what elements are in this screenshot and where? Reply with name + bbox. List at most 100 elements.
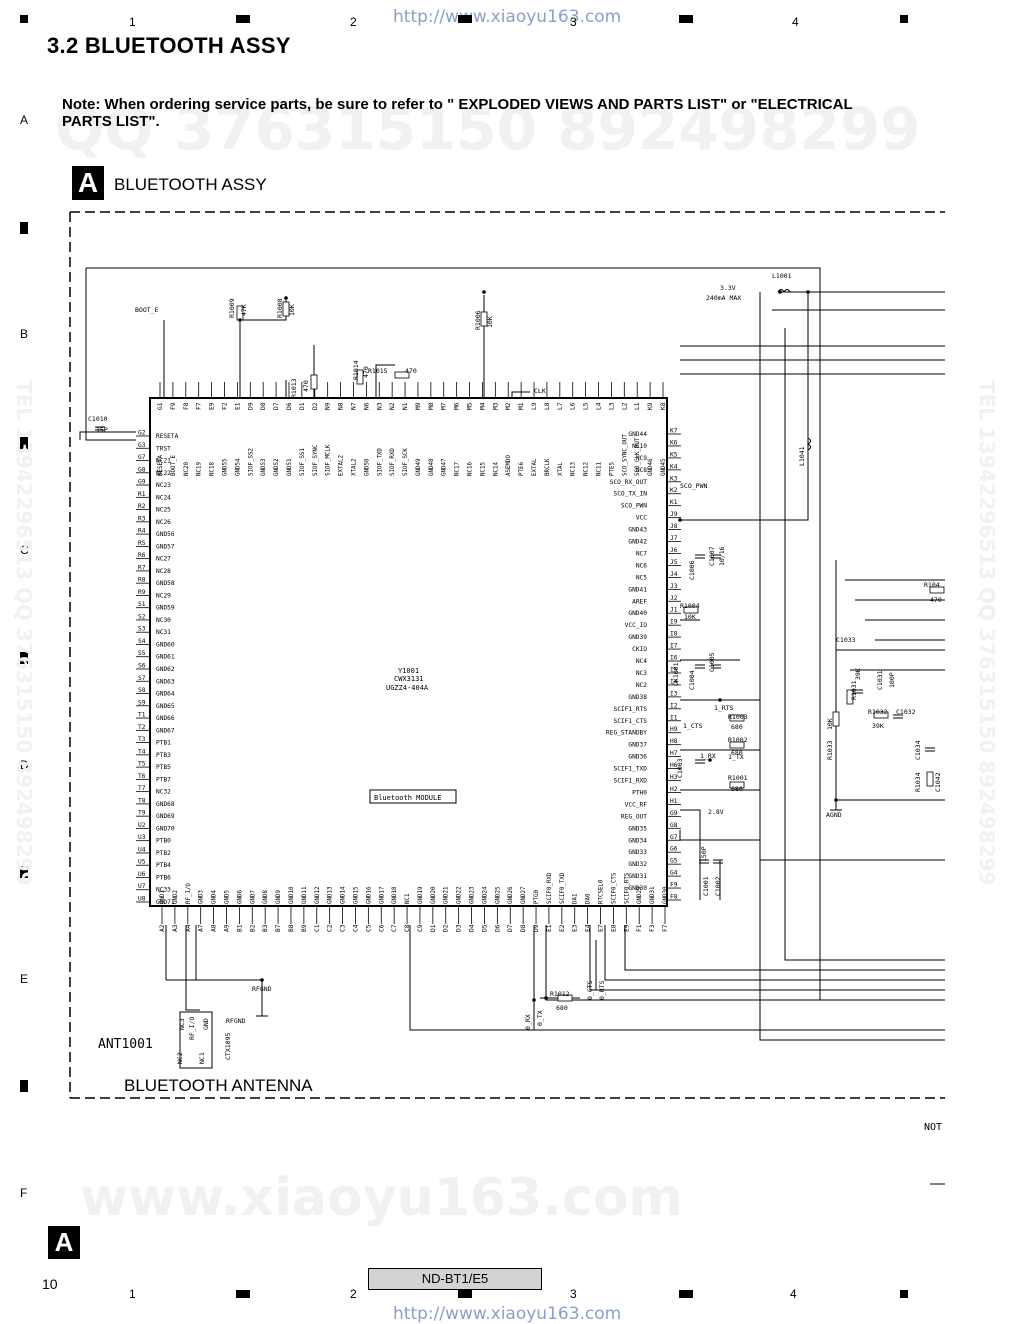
pin-number: N6 [363, 402, 370, 410]
pin-signal: GND16 [366, 886, 372, 904]
pin-number: F7 [662, 924, 669, 932]
pin-number: B3 [262, 924, 269, 932]
component-label: 0_TX [536, 1010, 544, 1026]
column-number: 1 [129, 15, 136, 29]
pin-number: S9 [138, 699, 146, 706]
pin-number: D8 [260, 402, 267, 410]
pin-number: G7 [670, 834, 678, 841]
pin-number: E7 [598, 924, 605, 932]
junction-dot [806, 290, 810, 294]
pin-number: T5 [138, 761, 146, 768]
pin-signal: SCO_PWN [621, 503, 647, 510]
header-url[interactable]: http://www.xiaoyu163.com [393, 7, 622, 27]
junction-dot [284, 296, 288, 300]
wire [784, 328, 945, 961]
pin-signal: NC25 [156, 507, 171, 514]
column-number: 1 [129, 1287, 136, 1301]
pin-number: N3 [376, 402, 383, 410]
pin-signal: GND9 [276, 890, 282, 904]
wire [545, 925, 945, 1001]
pin-number: S4 [138, 638, 146, 645]
junction-dot [718, 698, 722, 702]
wire [79, 431, 136, 440]
wire [375, 364, 395, 398]
component-label: 10/16 [718, 546, 726, 566]
pin-number: K6 [670, 439, 678, 446]
pin-signal: SIOF_SS2 [248, 448, 254, 476]
registration-mark [20, 222, 28, 234]
pin-signal: NC12 [584, 462, 590, 476]
pin-signal: PTB7 [156, 776, 171, 783]
pin-number: J9 [670, 511, 678, 518]
component-label: 39K [854, 668, 862, 680]
pin-signal: PTB1 [156, 740, 171, 747]
component-label: C1006 [688, 560, 696, 580]
pin-signal: SCIF0_CTS [611, 872, 617, 904]
pin-signal: NC10 [632, 443, 647, 450]
pin-signal: GND21 [444, 886, 450, 904]
pin-signal: RESETA [156, 433, 179, 440]
component-label: 3.3V [720, 284, 736, 292]
pin-number: D3 [456, 924, 463, 932]
pin-number: R8 [138, 577, 146, 584]
pin-signal: GND20 [431, 886, 437, 904]
resistor-symbol [480, 311, 488, 327]
wire [624, 925, 945, 971]
antenna-pin: NC1 [198, 1052, 206, 1064]
pin-signal: GND11 [302, 886, 308, 904]
resistor-symbol [729, 714, 745, 722]
pin-number: K7 [670, 428, 678, 435]
pin-signal: GND37 [628, 742, 647, 749]
block-letter-badge: A [72, 166, 104, 200]
pin-signal: GND53 [261, 458, 267, 476]
pin-signal: NC32 [156, 789, 171, 796]
inductor-symbol [807, 437, 811, 451]
pin-signal: GND31 [650, 886, 656, 904]
pin-number: C7 [391, 924, 398, 932]
registration-mark [236, 15, 250, 23]
resistor-symbol [729, 741, 745, 749]
component-label: R1033 [826, 740, 834, 760]
wire [409, 925, 945, 1031]
pin-signal: NC8 [636, 467, 647, 474]
pin-number: R3 [138, 515, 146, 522]
component-label: NOT [924, 1122, 942, 1133]
registration-mark [458, 1290, 472, 1298]
junction-dot [544, 996, 548, 1000]
footer-letter-badge: A [48, 1226, 80, 1259]
pin-number: H3 [670, 774, 678, 781]
registration-mark [20, 437, 28, 449]
footer-url[interactable]: http://www.xiaoyu163.com [393, 1304, 622, 1324]
pin-signal: NC7 [636, 550, 647, 557]
pin-signal: EXTAL [532, 458, 538, 476]
pin-number: T2 [138, 724, 146, 731]
component-label: 0_CTS [586, 980, 594, 1000]
pin-signal: GND31 [628, 873, 647, 880]
pin-signal: GND50 [364, 458, 370, 476]
pin-signal: GND59 [156, 605, 175, 612]
component-label: R1034 [914, 772, 922, 792]
page-number: 10 [42, 1276, 58, 1292]
pin-number: N7 [350, 402, 357, 410]
pin-signal: NC14 [493, 462, 499, 476]
pin-number: A9 [223, 924, 230, 932]
pin-number: G9 [138, 479, 146, 486]
pin-signal: PTB5 [156, 764, 171, 771]
pin-number: B8 [288, 924, 295, 932]
watermark: QQ 376315150 892498299 [55, 95, 921, 163]
component-label: 47K [240, 304, 248, 316]
pin-signal: SIOF_MCLK [326, 444, 332, 476]
component-label: RFGND [226, 1017, 246, 1025]
pin-number: I6 [670, 655, 678, 662]
component-label: C1034 [914, 740, 922, 760]
pin-number: K4 [670, 463, 678, 470]
component-label: 680 [556, 1004, 568, 1012]
component-label: 680 [731, 723, 743, 731]
component-label: 2.8V [708, 808, 724, 816]
pin-signal: GND56 [156, 531, 175, 538]
pin-number: F8 [670, 894, 678, 901]
pin-signal: GND49 [416, 458, 422, 476]
pin-number: F1 [636, 924, 643, 932]
pin-number: T9 [138, 810, 146, 817]
component-label: C1010 [88, 415, 108, 423]
